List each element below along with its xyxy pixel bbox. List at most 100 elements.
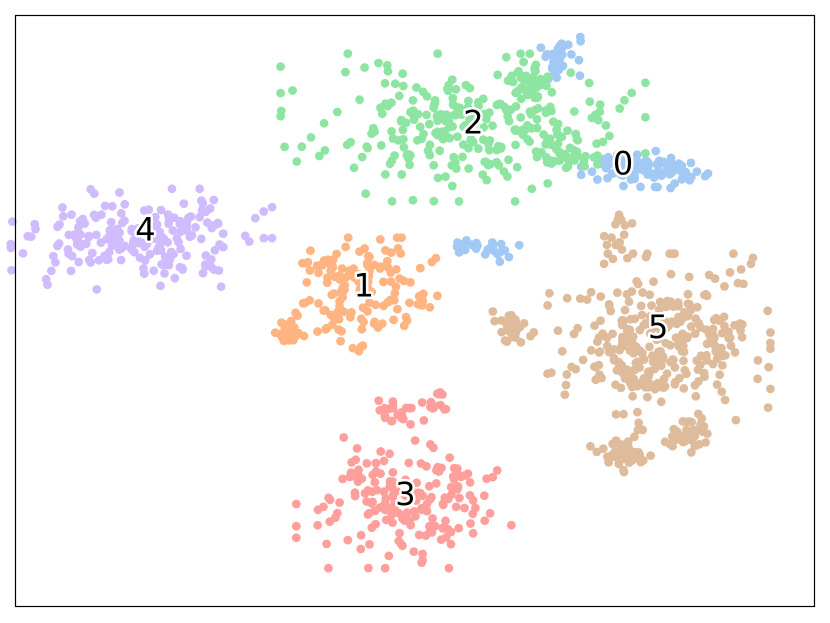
- data-point: [611, 453, 621, 462]
- data-point: [92, 285, 102, 294]
- data-point: [604, 456, 613, 465]
- data-point: [339, 433, 349, 442]
- data-point: [87, 248, 97, 258]
- data-point: [386, 268, 396, 277]
- data-point: [539, 130, 548, 139]
- data-point: [75, 238, 84, 248]
- data-point: [532, 123, 542, 133]
- data-point: [427, 257, 437, 267]
- data-point: [527, 184, 537, 194]
- data-point: [151, 212, 160, 222]
- data-point: [482, 175, 492, 185]
- data-point: [410, 436, 420, 445]
- data-point: [198, 268, 208, 278]
- data-point: [58, 203, 67, 212]
- data-point: [645, 379, 654, 388]
- data-point: [689, 425, 698, 435]
- data-point: [619, 181, 628, 191]
- data-point: [388, 518, 397, 527]
- data-point: [596, 316, 605, 326]
- data-point: [547, 63, 557, 72]
- data-point: [438, 499, 448, 509]
- data-point: [409, 547, 419, 556]
- data-point: [686, 158, 696, 168]
- data-point: [425, 302, 435, 312]
- data-point: [763, 403, 773, 412]
- data-point: [411, 511, 420, 521]
- data-point: [386, 506, 396, 516]
- data-point: [412, 478, 422, 488]
- data-point: [84, 232, 94, 242]
- data-point: [662, 161, 672, 171]
- data-point: [592, 447, 602, 457]
- data-point: [402, 508, 412, 518]
- data-point: [364, 563, 373, 573]
- data-point: [334, 325, 343, 334]
- data-point: [689, 432, 699, 442]
- data-point: [360, 63, 369, 72]
- data-point: [398, 514, 407, 523]
- data-point: [149, 266, 159, 276]
- data-point: [394, 136, 403, 145]
- data-point: [685, 175, 695, 185]
- data-point: [646, 451, 655, 460]
- data-point: [30, 219, 40, 229]
- data-point: [365, 252, 374, 262]
- cluster-label-3: 3: [395, 475, 415, 513]
- data-point: [519, 57, 528, 67]
- data-point: [379, 487, 389, 497]
- data-point: [319, 118, 329, 128]
- data-point: [86, 184, 96, 194]
- data-point: [81, 239, 91, 249]
- data-point: [548, 117, 558, 127]
- data-point: [328, 263, 337, 273]
- data-point: [244, 237, 254, 246]
- data-point: [389, 315, 398, 325]
- data-point: [504, 311, 514, 321]
- data-point: [503, 172, 512, 181]
- data-point: [471, 503, 480, 513]
- data-point: [489, 246, 498, 256]
- data-point: [500, 336, 510, 345]
- data-point: [638, 288, 647, 297]
- data-point: [524, 86, 534, 96]
- data-point: [458, 140, 468, 150]
- data-point: [400, 490, 409, 500]
- data-point: [367, 523, 377, 533]
- data-point: [352, 444, 362, 453]
- data-point: [259, 233, 269, 243]
- data-point: [381, 494, 391, 503]
- data-point: [405, 298, 414, 308]
- data-point: [360, 244, 369, 253]
- data-point: [637, 310, 647, 320]
- data-point: [409, 115, 419, 124]
- data-point: [456, 472, 466, 482]
- data-point: [642, 249, 652, 259]
- data-point: [306, 246, 315, 256]
- data-point: [513, 321, 522, 331]
- data-point: [643, 367, 653, 377]
- data-point: [397, 233, 406, 243]
- data-point: [381, 170, 390, 179]
- data-point: [337, 264, 347, 273]
- data-point: [147, 225, 157, 235]
- data-point: [706, 330, 716, 339]
- data-point: [447, 490, 456, 500]
- data-point: [624, 297, 634, 307]
- data-point: [678, 329, 687, 339]
- data-point: [663, 296, 672, 306]
- data-point: [619, 230, 629, 240]
- data-point: [474, 110, 484, 120]
- data-point: [302, 278, 312, 287]
- data-point: [608, 155, 618, 165]
- data-point: [492, 157, 501, 167]
- data-point: [518, 130, 528, 140]
- data-point: [335, 271, 344, 280]
- data-point: [288, 86, 297, 95]
- data-point: [380, 412, 390, 421]
- data-point: [325, 495, 335, 505]
- data-point: [584, 78, 594, 88]
- data-point: [425, 527, 435, 537]
